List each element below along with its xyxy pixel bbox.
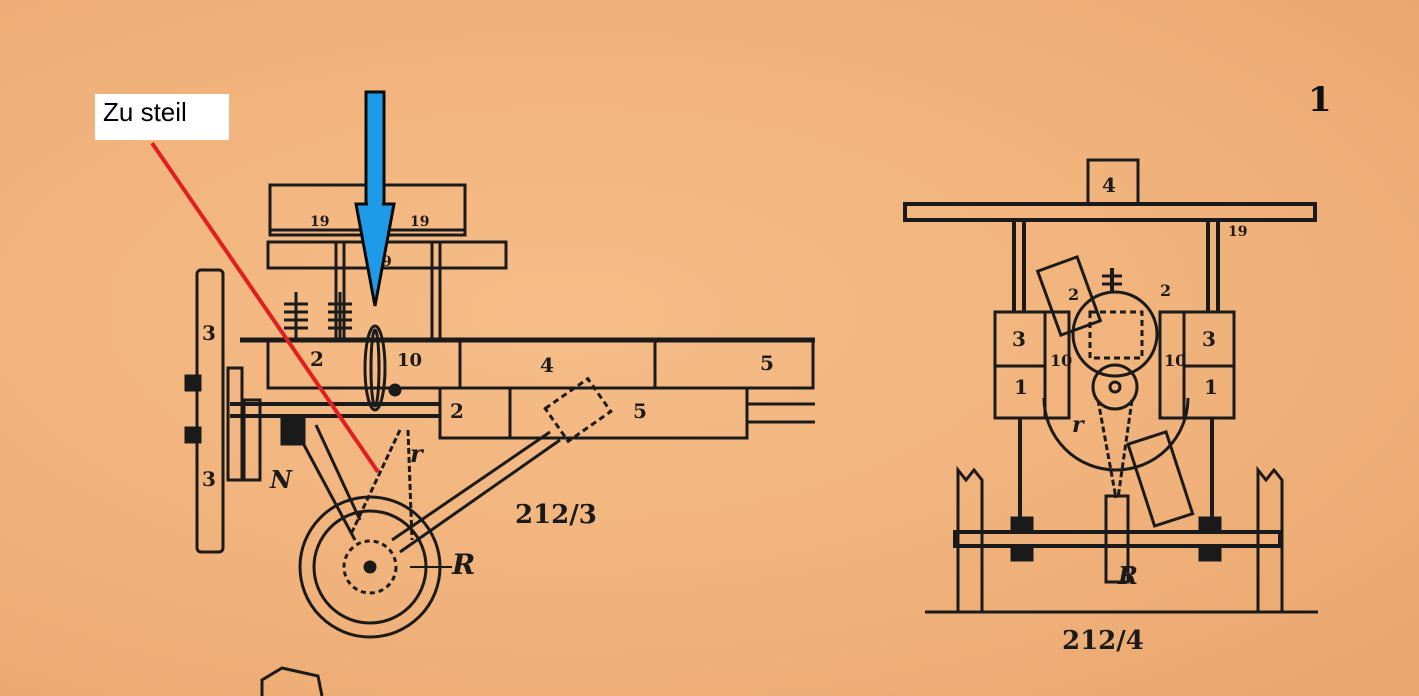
front-wheel xyxy=(195,268,225,554)
label-10: 10 xyxy=(397,350,422,371)
label-r3a: 3 xyxy=(1012,327,1026,351)
block-1-right xyxy=(1182,364,1236,420)
blue-arrow xyxy=(354,90,396,307)
right-figure xyxy=(903,158,1318,614)
wheel-right xyxy=(1256,465,1284,612)
belt-right xyxy=(1096,399,1118,499)
label-r1b: 1 xyxy=(1204,375,1218,399)
annotation-label: Zu steil xyxy=(95,94,229,140)
rear-axle xyxy=(953,530,1282,548)
block-5-lower xyxy=(508,386,749,440)
label-N: N xyxy=(269,465,293,494)
label-r3b: 3 xyxy=(1202,327,1216,351)
label-r4: 4 xyxy=(1102,173,1116,197)
motor-pulley xyxy=(363,324,387,412)
drive-shaft-R xyxy=(1104,494,1130,584)
label-19a: 19 xyxy=(310,214,329,230)
label-r19: 19 xyxy=(1228,224,1247,240)
label-5b: 5 xyxy=(633,399,647,423)
label-3a: 3 xyxy=(202,321,216,345)
motor-housing-dashed xyxy=(543,376,613,444)
belt-line xyxy=(350,429,402,533)
label-r2b: 2 xyxy=(1160,281,1171,300)
label-rR: R xyxy=(1117,561,1138,590)
label-4: 4 xyxy=(540,353,554,377)
annotation-pointer-line xyxy=(150,141,380,474)
block-10-left xyxy=(1043,310,1071,420)
motor-body xyxy=(1071,290,1159,378)
top-plate-19 xyxy=(903,202,1317,222)
block-4 xyxy=(458,338,657,390)
label-2a: 2 xyxy=(310,347,324,371)
right-labels: 4 19 2 2 3 3 10 10 1 1 r R xyxy=(1012,173,1247,590)
tilted-block-2 xyxy=(1035,254,1103,338)
left-figure xyxy=(184,183,815,639)
drive-arm xyxy=(294,429,357,541)
label-19b: 19 xyxy=(410,214,429,230)
spring-right xyxy=(328,292,352,340)
pulley-r xyxy=(1091,363,1139,411)
left-labels: 19 19 9 3 3 2 10 4 5 2 5 N r R xyxy=(202,214,774,581)
label-r10b: 10 xyxy=(1164,351,1186,370)
label-2b: 2 xyxy=(450,399,464,423)
label-r10a: 10 xyxy=(1050,351,1072,370)
label-3b: 3 xyxy=(202,467,216,491)
housing-circle xyxy=(1042,397,1190,472)
label-r: r xyxy=(410,439,425,468)
bottom-fragment xyxy=(260,666,324,696)
label-9: 9 xyxy=(382,254,392,270)
wheel-left xyxy=(956,465,984,612)
block-5-upper xyxy=(653,338,815,390)
axle-plate xyxy=(226,366,244,482)
caption-right: 212/4 xyxy=(1062,626,1144,656)
label-r1a: 1 xyxy=(1014,375,1028,399)
label-rr: r xyxy=(1072,412,1085,438)
page-number: 1 xyxy=(1308,80,1332,120)
tilted-block-lower xyxy=(1126,429,1195,528)
label-R: R xyxy=(451,548,475,581)
label-5a: 5 xyxy=(760,351,774,375)
label-r2a: 2 xyxy=(1068,285,1079,304)
spring-left xyxy=(284,292,308,340)
caption-left: 212/3 xyxy=(515,500,597,530)
